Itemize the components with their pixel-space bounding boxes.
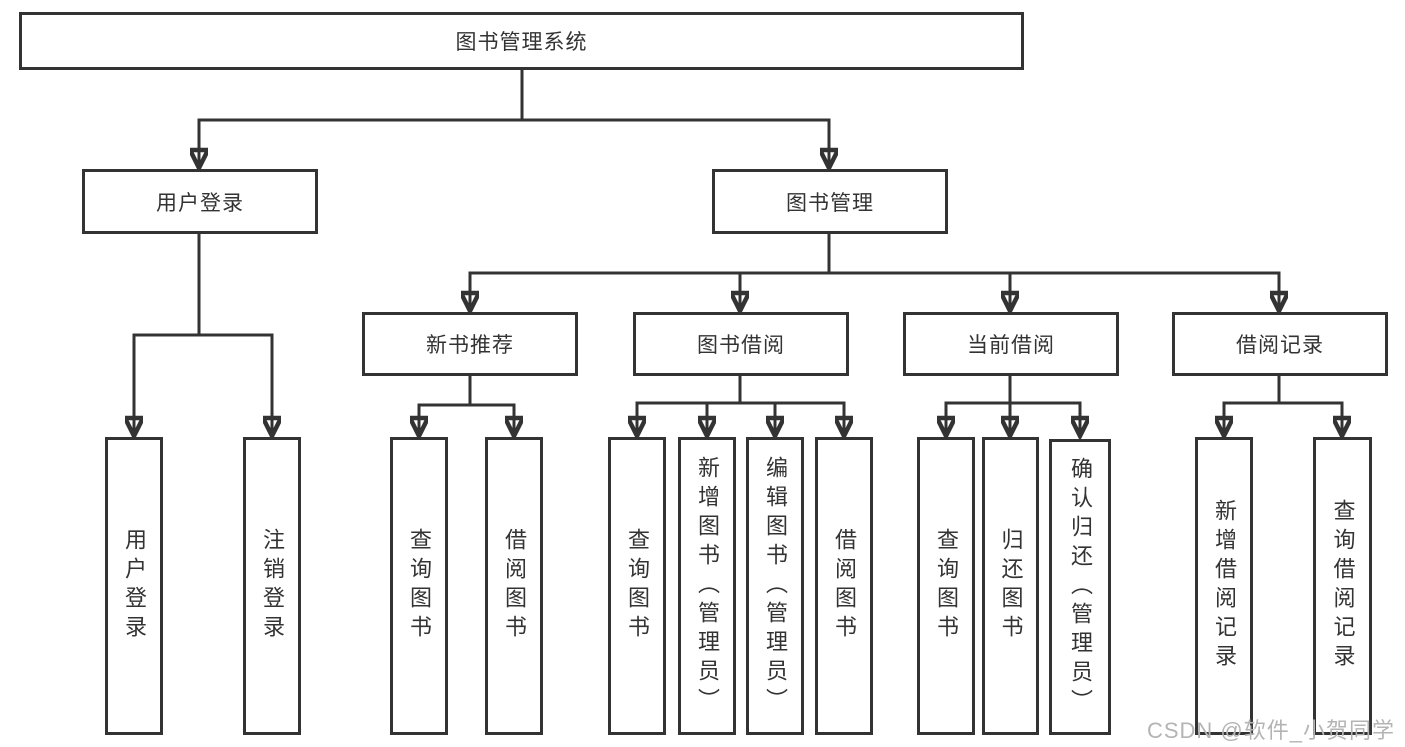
node-label: 新增图书（管理员） (695, 455, 720, 717)
node-query-books-borrowing: 查询图书 (608, 437, 666, 735)
node-user-login: 用户登录 (105, 437, 163, 735)
node-label: 查询借阅记录 (1330, 499, 1356, 673)
node-current-borrowing: 当前借阅 (903, 312, 1119, 376)
node-borrow-books: 借阅图书 (815, 437, 873, 735)
node-book-management-branch: 图书管理 (712, 169, 948, 234)
node-logout: 注销登录 (243, 437, 301, 735)
node-label: 用户登录 (122, 528, 147, 644)
node-label: 新增借阅记录 (1212, 499, 1237, 673)
node-query-books-recommend: 查询图书 (390, 437, 448, 735)
node-label: 借阅图书 (502, 528, 527, 644)
node-label: 用户登录 (156, 191, 244, 215)
node-edit-books-admin: 编辑图书（管理员） (746, 437, 804, 735)
node-label: 注销登录 (260, 528, 285, 644)
node-book-management-system: 图书管理系统 (19, 12, 1024, 70)
watermark: CSDN @软件_小贺同学 (1146, 718, 1395, 743)
node-confirm-return-admin: 确认归还（管理员） (1049, 439, 1111, 735)
node-label: 查询图书 (407, 528, 432, 644)
node-add-books-admin: 新增图书（管理员） (678, 437, 736, 735)
node-label: 借阅图书 (832, 528, 857, 644)
node-label: 图书管理系统 (455, 31, 588, 54)
node-label: 图书管理 (786, 191, 874, 215)
node-label: 查询图书 (625, 528, 650, 644)
node-new-book-recommend: 新书推荐 (362, 312, 578, 376)
node-borrow-books-recommend: 借阅图书 (485, 437, 543, 735)
node-book-borrowing: 图书借阅 (633, 312, 849, 376)
node-label: 当前借阅 (967, 334, 1055, 357)
node-add-borrow-record: 新增借阅记录 (1195, 437, 1253, 735)
node-return-books: 归还图书 (982, 437, 1039, 735)
node-query-books-current: 查询图书 (917, 437, 975, 735)
node-label: 新书推荐 (426, 334, 514, 357)
node-label: 确认归还（管理员） (1068, 456, 1093, 718)
node-label: 编辑图书（管理员） (763, 455, 788, 717)
node-label: 借阅记录 (1236, 334, 1324, 357)
node-label: 归还图书 (998, 528, 1024, 644)
node-query-borrow-record: 查询借阅记录 (1313, 437, 1372, 735)
node-label: 图书借阅 (697, 334, 785, 357)
node-borrowing-records: 借阅记录 (1172, 312, 1388, 376)
node-user-login-branch: 用户登录 (82, 169, 318, 234)
node-label: 查询图书 (934, 528, 959, 644)
